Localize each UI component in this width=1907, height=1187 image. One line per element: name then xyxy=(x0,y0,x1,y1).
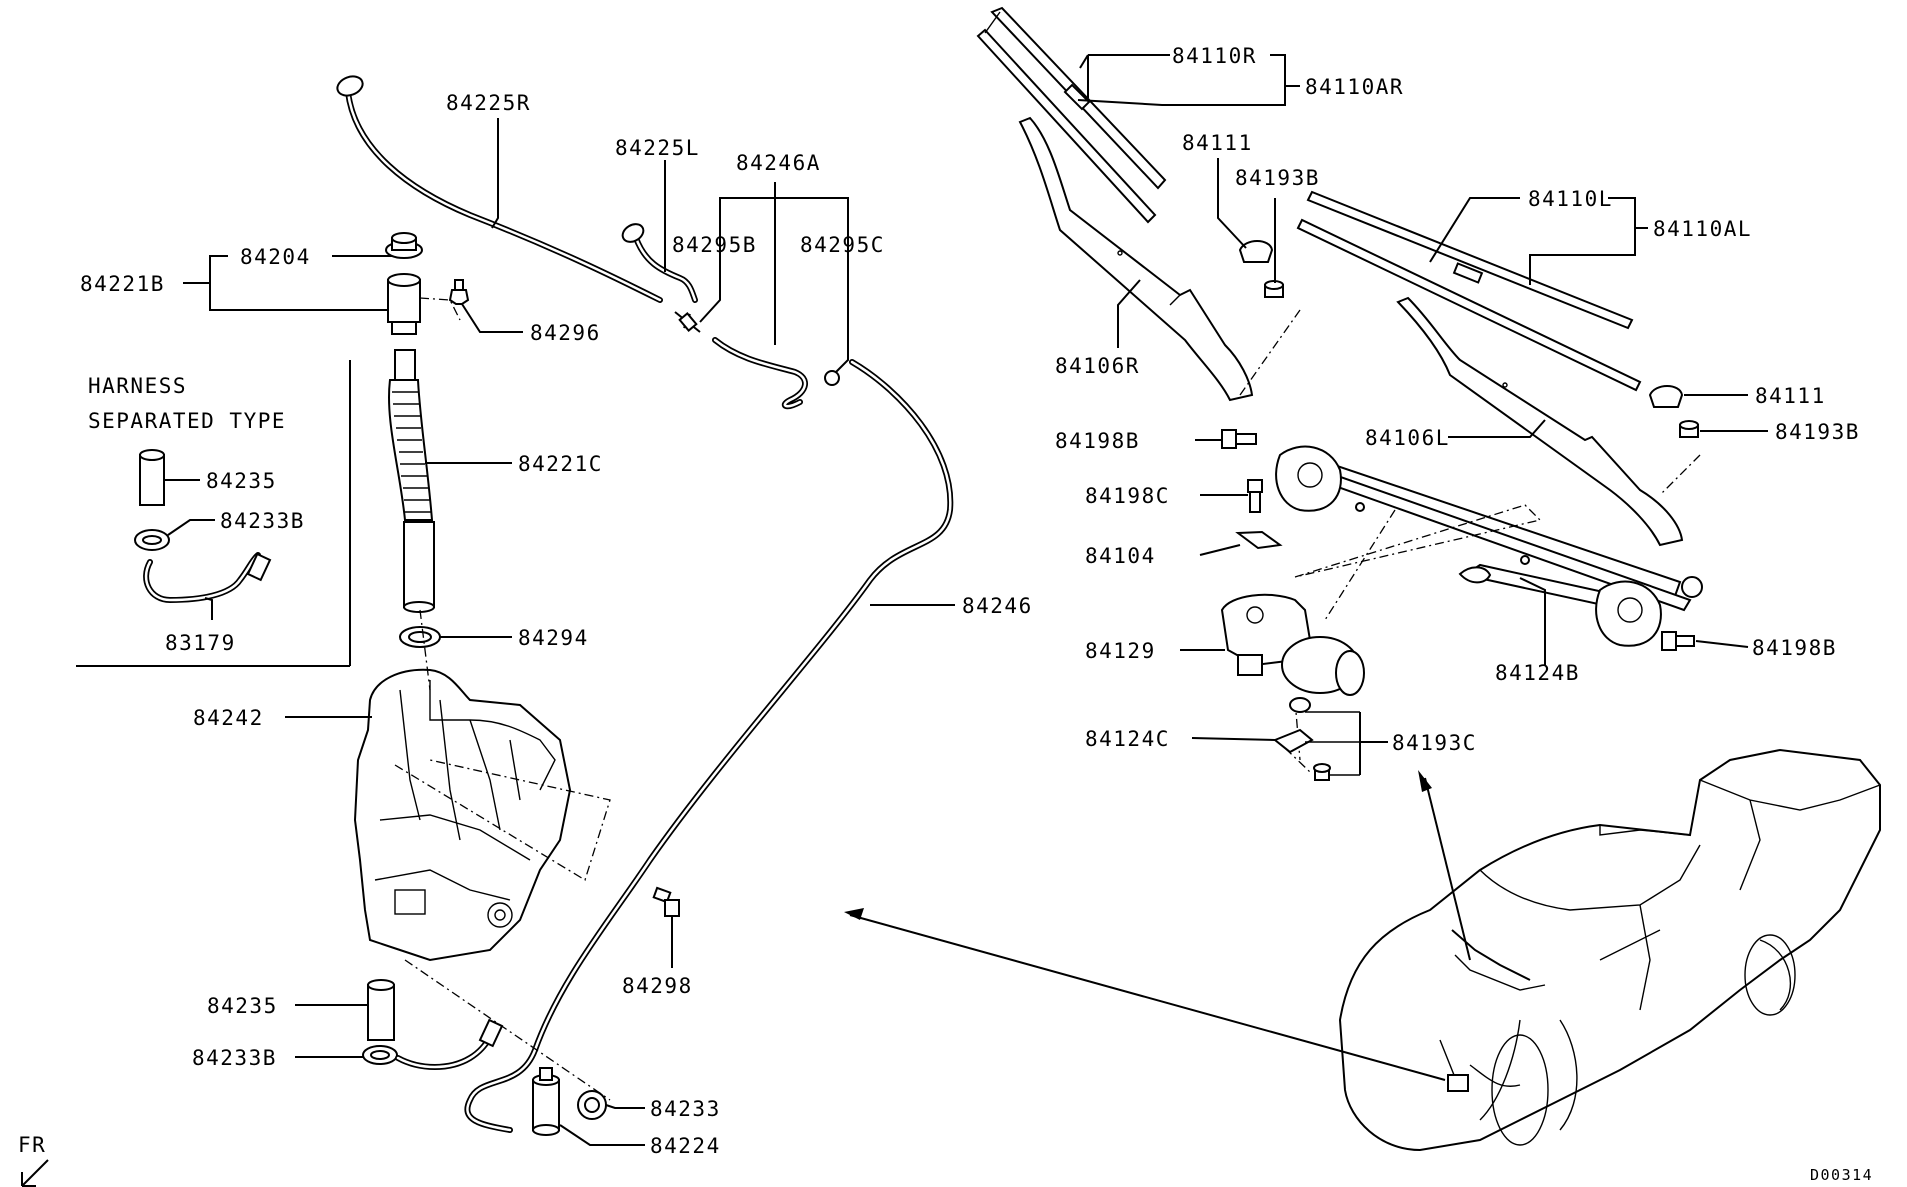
harness-83179 xyxy=(143,552,272,604)
link-plate-84124c xyxy=(1273,728,1314,754)
washer-hose-84225r xyxy=(336,75,663,303)
label-84221b: 84221B xyxy=(80,272,165,296)
label-84111-l: 84111 xyxy=(1755,384,1826,408)
grommet-84233b-inset xyxy=(134,529,170,551)
label-84198c: 84198C xyxy=(1085,484,1170,508)
locator-arrows xyxy=(844,770,1471,1081)
label-84246a: 84246A xyxy=(736,151,821,175)
label-84298: 84298 xyxy=(622,974,693,998)
front-direction-arrow-icon xyxy=(21,1159,49,1187)
wiper-motor-84129 xyxy=(1220,593,1365,696)
label-84233: 84233 xyxy=(650,1097,721,1121)
pivot-cap-84111-l xyxy=(1648,385,1684,408)
washer-hose-84225l xyxy=(621,223,698,303)
leader-lines xyxy=(164,54,1768,1146)
front-marker-label: FR xyxy=(18,1133,46,1157)
label-84233b-inset: 84233B xyxy=(220,509,305,533)
washer-pump-84224 xyxy=(532,1067,560,1136)
bolt-84198b-upper xyxy=(1221,429,1257,449)
pivot-cap-84111-r xyxy=(1238,240,1274,263)
pivot-bracket-l xyxy=(1595,580,1662,647)
label-84110r: 84110R xyxy=(1172,44,1257,68)
label-84129: 84129 xyxy=(1085,639,1156,663)
label-84296: 84296 xyxy=(530,321,601,345)
sensor-harness-lower xyxy=(395,1018,504,1070)
wiper-arm-84106r xyxy=(1018,116,1254,402)
label-84294: 84294 xyxy=(518,626,589,650)
label-83179: 83179 xyxy=(165,631,236,655)
label-84193c: 84193C xyxy=(1392,731,1477,755)
label-84110l: 84110L xyxy=(1528,187,1613,211)
grommet-84233 xyxy=(577,1090,607,1120)
grommet-84233b-lower xyxy=(362,1045,398,1065)
bracket-84104 xyxy=(1235,530,1283,550)
label-84246: 84246 xyxy=(962,594,1033,618)
level-sensor-84235-inset xyxy=(139,449,165,506)
label-84111-r: 84111 xyxy=(1182,131,1253,155)
pivot-nut-84193b-r xyxy=(1264,280,1284,298)
filler-neck-84221b xyxy=(387,273,421,335)
diagram-code: D00314 xyxy=(1810,1166,1873,1184)
label-84110ar: 84110AR xyxy=(1305,75,1404,99)
label-84198b-upper: 84198B xyxy=(1055,429,1140,453)
label-84106l: 84106L xyxy=(1365,426,1450,450)
label-84235-lower: 84235 xyxy=(207,994,278,1018)
nut-84193c-upper xyxy=(1289,697,1311,713)
inset-title-line2: SEPARATED TYPE xyxy=(88,409,286,433)
label-84193b-l: 84193B xyxy=(1775,420,1860,444)
bolt-84298 xyxy=(652,886,680,917)
bolt-84198c xyxy=(1247,479,1263,513)
label-84193b-r: 84193B xyxy=(1235,166,1320,190)
clip-84296 xyxy=(448,279,470,305)
bolt-84198b-lower xyxy=(1661,631,1695,651)
label-84110al: 84110AL xyxy=(1653,217,1752,241)
label-84198b-lower: 84198B xyxy=(1752,636,1837,660)
hose-joint-84295b xyxy=(674,311,701,333)
label-84124b: 84124B xyxy=(1495,661,1580,685)
filler-cap-84204 xyxy=(385,232,423,259)
bushing-84198b-right xyxy=(1681,576,1703,598)
label-84225l: 84225L xyxy=(615,136,700,160)
inset-harness-separated-type xyxy=(76,360,351,667)
label-84204: 84204 xyxy=(240,245,311,269)
label-84233b-lower: 84233B xyxy=(192,1046,277,1070)
washer-hose-84246a xyxy=(712,337,808,410)
filler-tube-84221c xyxy=(388,349,435,613)
label-84295c: 84295C xyxy=(800,233,885,257)
label-84224: 84224 xyxy=(650,1134,721,1158)
level-sensor-84235-lower xyxy=(367,979,395,1041)
label-84242: 84242 xyxy=(193,706,264,730)
wiper-blade-84110r xyxy=(976,6,1167,224)
label-84225r: 84225R xyxy=(446,91,531,115)
pivot-bracket-r xyxy=(1275,445,1342,512)
label-84235-inset: 84235 xyxy=(206,469,277,493)
hose-joint-84295c xyxy=(824,370,840,386)
wiper-blade-84110l xyxy=(1296,190,1642,392)
label-84221c: 84221C xyxy=(518,452,603,476)
link-rod-84124b xyxy=(1458,566,1492,584)
label-84295b: 84295B xyxy=(672,233,757,257)
pivot-nut-84193b-l xyxy=(1679,420,1699,438)
label-84106r: 84106R xyxy=(1055,354,1140,378)
label-84124c: 84124C xyxy=(1085,727,1170,751)
grommet-84294 xyxy=(399,626,441,648)
nut-84193c-lower xyxy=(1313,763,1331,781)
washer-hose-84246 xyxy=(464,359,954,1133)
inset-title-line1: HARNESS xyxy=(88,374,187,398)
washer-tank-84242 xyxy=(353,668,572,962)
label-84104: 84104 xyxy=(1085,544,1156,568)
vehicle-locator xyxy=(1338,748,1881,1152)
wiper-arm-84106l xyxy=(1396,296,1684,547)
